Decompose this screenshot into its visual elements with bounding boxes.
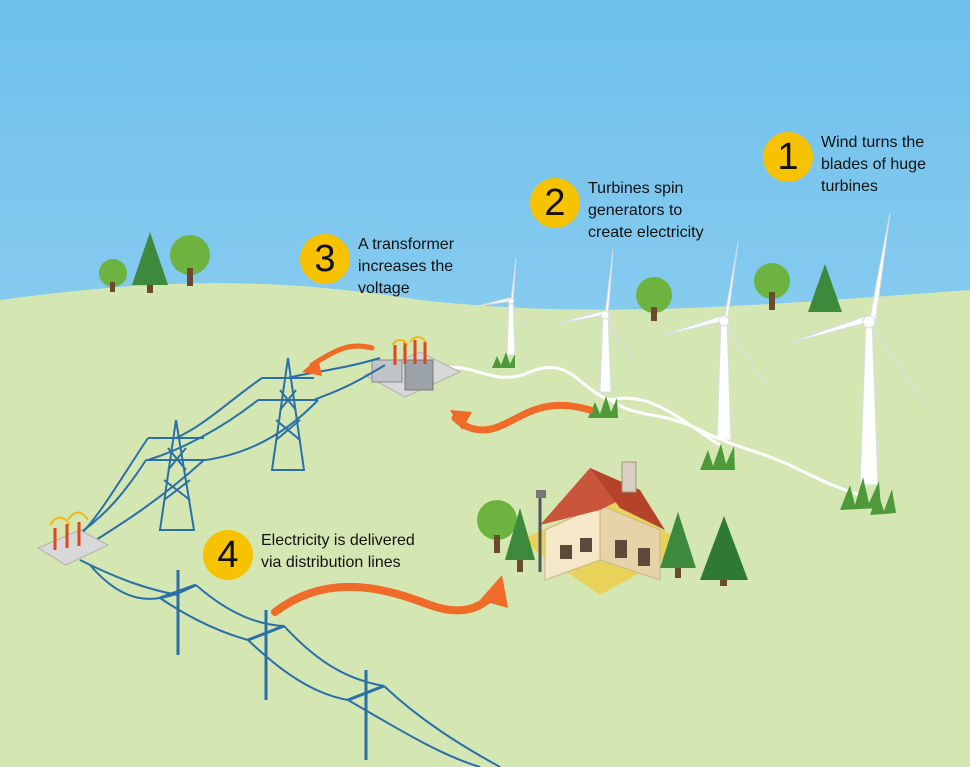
tree-icon	[636, 277, 672, 321]
energy-flow-arrow	[271, 582, 499, 616]
caption-line: increases the	[358, 258, 454, 275]
caption-line: blades of huge	[821, 156, 926, 173]
step-4: 4 Electricity is delivered via distribut…	[203, 530, 415, 580]
step-number-badge: 4	[203, 530, 253, 580]
caption-line: Wind turns the	[821, 134, 925, 151]
tree-icon	[99, 259, 127, 292]
step-2: 2 Turbines spin generators to create ele…	[530, 178, 704, 244]
tree-icon	[700, 516, 748, 586]
caption-line: turbines	[821, 178, 878, 195]
step-1: 1 Wind turns the blades of huge turbines	[763, 132, 926, 198]
caption-line: create electricity	[588, 224, 704, 241]
energy-flow-arrowhead	[450, 410, 472, 430]
step-caption: Wind turns the blades of huge turbines	[821, 132, 926, 198]
turbine-cables	[429, 365, 861, 497]
transmission-tower-icon	[258, 357, 318, 471]
distribution-lines	[79, 559, 501, 767]
street-lamp-icon	[536, 490, 546, 572]
step-number-badge: 2	[530, 178, 580, 228]
step-number-badge: 1	[763, 132, 813, 182]
transmission-tower-icon	[146, 419, 206, 531]
energy-flow-arrow	[451, 401, 594, 434]
wind-turbine-icon	[785, 212, 926, 486]
caption-line: Turbines spin	[588, 180, 684, 197]
step-caption: Electricity is delivered via distributio…	[261, 530, 415, 574]
wind-turbine-icon	[477, 257, 529, 356]
caption-line: generators to	[588, 202, 683, 219]
step-caption: A transformer increases the voltage	[358, 234, 454, 300]
transformer-substation-icon	[363, 336, 462, 398]
caption-line: Electricity is delivered	[261, 532, 415, 549]
tree-icon	[808, 264, 842, 312]
local-substation-icon	[36, 511, 110, 566]
grass-icon	[492, 352, 896, 515]
tree-icon	[132, 232, 168, 293]
wind-turbine-icon	[555, 249, 635, 393]
energy-flow-arrowhead	[302, 358, 322, 376]
caption-line: voltage	[358, 280, 410, 297]
tree-icon	[660, 512, 696, 578]
step-3: 3 A transformer increases the voltage	[300, 234, 454, 300]
house-icon	[520, 461, 690, 595]
wind-turbine-icon	[659, 242, 766, 441]
tree-icon	[754, 263, 790, 310]
step-caption: Turbines spin generators to create elect…	[588, 178, 704, 244]
energy-flow-arrowhead	[480, 575, 508, 608]
caption-line: via distribution lines	[261, 554, 401, 571]
step-number-badge: 3	[300, 234, 350, 284]
tree-icon	[170, 235, 210, 286]
tree-icon	[505, 508, 535, 572]
caption-line: A transformer	[358, 236, 455, 253]
tree-icon	[477, 500, 517, 553]
